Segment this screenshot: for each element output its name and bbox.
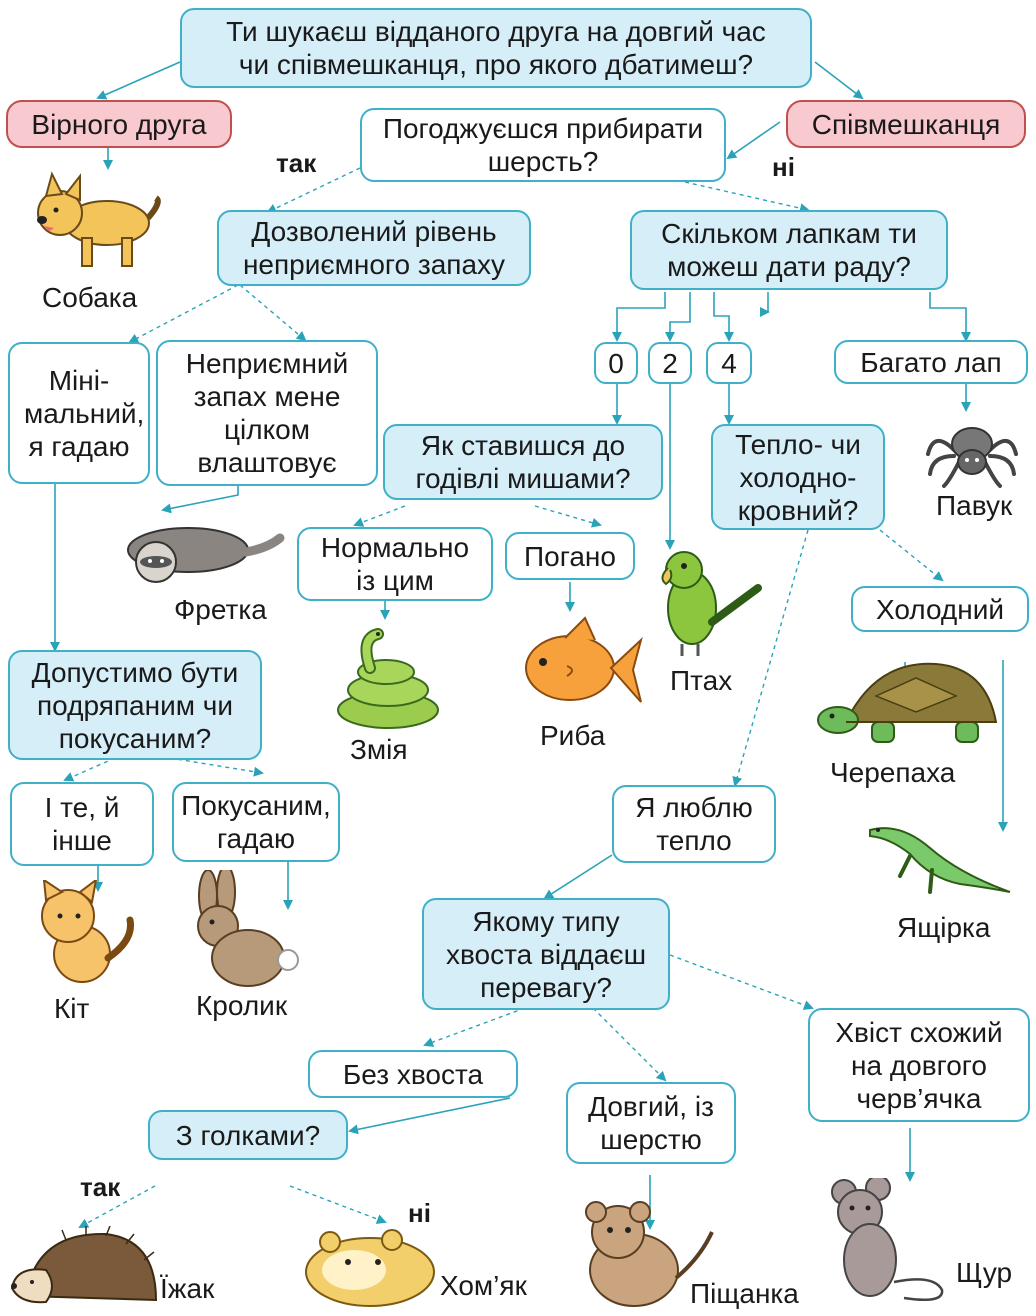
smell-question: Дозволений рівень неприємного запаху: [217, 210, 531, 286]
hedgehog-label: Їжак: [160, 1273, 214, 1305]
bitten-answer: Покусаним, гадаю: [172, 782, 340, 862]
spikes-question: З голками?: [148, 1110, 348, 1160]
start-question: Ти шукаєш відданого друга на довгий час …: [180, 8, 812, 88]
no-tail-answer: Без хвоста: [308, 1050, 518, 1098]
dog-label: Собака: [42, 282, 137, 314]
roommate-option: Співмешканця: [786, 100, 1026, 148]
fish-illustration: [515, 610, 645, 720]
ferret-label: Фретка: [174, 594, 267, 626]
hamster-illustration: [300, 1222, 440, 1312]
fish-label: Риба: [540, 720, 605, 752]
no-label: ні: [772, 152, 795, 183]
bird-label: Птах: [670, 665, 732, 697]
mice-question: Як ставишся до годівлі мишами?: [383, 424, 663, 500]
warm-answer: Я люблю тепло: [612, 785, 776, 863]
spider-illustration: [924, 410, 1020, 490]
long-fur-answer: Довгий, із шерстю: [566, 1082, 736, 1164]
paws-question: Скільком лапкам ти можеш дати раду?: [630, 210, 948, 290]
dog-illustration: [22, 168, 162, 278]
mice-ok-answer: Нормально із цим: [297, 527, 493, 601]
spider-label: Павук: [936, 490, 1012, 522]
yes-label: так: [276, 148, 316, 179]
many-paws-answer: Багато лап: [834, 340, 1028, 384]
cat-label: Кіт: [54, 993, 89, 1025]
ferret-illustration: [108, 508, 288, 588]
snake-illustration: [330, 618, 450, 738]
yes-label-spikes: так: [80, 1172, 120, 1203]
lizard-illustration: [860, 818, 1020, 910]
cat-illustration: [24, 880, 144, 990]
paws-4: 4: [706, 342, 752, 384]
snake-label: Змія: [350, 734, 408, 766]
hedgehog-illustration: [6, 1226, 162, 1310]
worm-tail-answer: Хвіст схожий на довгого черв’ячка: [808, 1008, 1030, 1122]
rat-label: Щур: [956, 1257, 1012, 1289]
turtle-illustration: [816, 656, 1016, 756]
cold-answer: Холодний: [851, 586, 1029, 632]
paws-0: 0: [594, 342, 638, 384]
blood-question: Тепло- чи холодно-кровний?: [711, 424, 885, 530]
hamster-label: Хом’як: [440, 1270, 527, 1302]
gerbil-illustration: [572, 1198, 722, 1310]
fur-question: Погоджуєшся прибирати шерсть?: [360, 108, 726, 182]
faithful-friend-option: Вірного друга: [6, 100, 232, 148]
scratch-question: Допустимо бути подряпаним чи покусаним?: [8, 650, 262, 760]
both-answer: І те, й інше: [10, 782, 154, 866]
bird-illustration: [652, 548, 762, 660]
minimal-smell-answer: Міні-мальний, я гадаю: [8, 342, 150, 484]
tail-question: Якому типу хвоста віддаєш перевагу?: [422, 898, 670, 1010]
turtle-label: Черепаха: [830, 757, 955, 789]
rabbit-label: Кролик: [196, 990, 287, 1022]
rat-illustration: [824, 1178, 954, 1308]
smell-ok-answer: Неприємний запах мене цілком влаштовує: [156, 340, 378, 486]
paws-2: 2: [648, 342, 692, 384]
rabbit-illustration: [186, 870, 306, 990]
lizard-label: Ящірка: [897, 912, 991, 944]
mice-bad-answer: Погано: [505, 532, 635, 580]
